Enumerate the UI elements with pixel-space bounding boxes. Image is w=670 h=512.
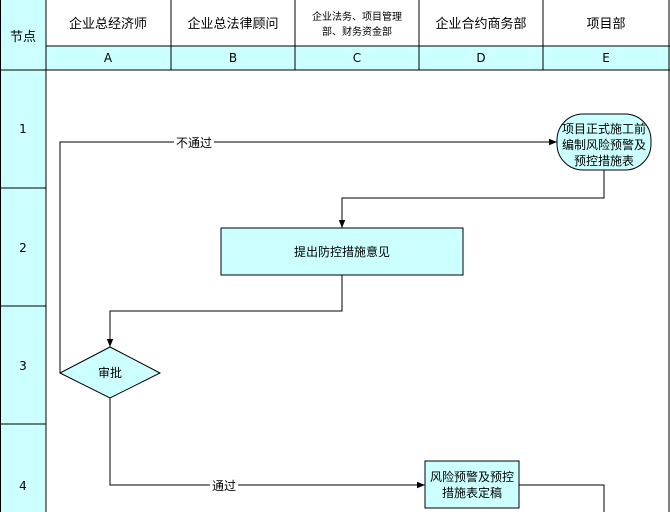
lane-d-title: 企业合约商务部 — [435, 16, 526, 32]
approve-decision — [58, 346, 162, 399]
edge-finalize-onward — [519, 484, 605, 512]
lane-e-title: 项目部 — [586, 17, 625, 32]
lane-d-code: D — [476, 51, 485, 65]
edge-pass-to-finalize — [109, 398, 425, 489]
node-header: 节点 — [10, 30, 36, 45]
edge-label-fail: 不通过 — [176, 136, 212, 150]
finalize-node — [424, 460, 520, 509]
lane-c-code: C — [353, 51, 361, 65]
edge-fail-to-start — [59, 138, 557, 373]
lane-b-code: B — [229, 51, 237, 65]
edge-label-pass: 通过 — [212, 479, 236, 493]
lane-a-title: 企业总经济师 — [69, 16, 147, 32]
row-1-label: 1 — [19, 122, 27, 136]
lane-e-code: E — [602, 51, 610, 65]
finalize-node-line2: 措施表定稿 — [442, 485, 502, 500]
start-node — [556, 113, 652, 171]
propose-node — [220, 227, 464, 276]
row-3-label: 3 — [19, 359, 27, 373]
row-4-label: 4 — [19, 479, 27, 493]
lane-a-code: A — [104, 51, 113, 65]
lane-c-title-line1: 企业法务、项目管理 — [312, 10, 402, 23]
lane-c-title-line2: 部、财务资金部 — [322, 25, 392, 38]
lane-b-title: 企业总法律顾问 — [187, 16, 278, 32]
finalize-node-line1: 风险预警及预控 — [430, 469, 514, 484]
approve-decision-label: 审批 — [98, 365, 122, 380]
start-node-line3: 预控措施表 — [574, 154, 634, 168]
edge-propose-to-approve — [106, 275, 343, 347]
start-node-line2: 编制风险预警及 — [562, 137, 646, 152]
node-column-bg — [0, 0, 46, 512]
start-node-line1: 项目正式施工前 — [562, 121, 646, 136]
edge-start-to-propose — [338, 170, 605, 228]
row-2-label: 2 — [19, 241, 27, 255]
propose-node-label: 提出防控措施意见 — [294, 244, 390, 259]
lane-code-row-bg — [46, 46, 670, 70]
